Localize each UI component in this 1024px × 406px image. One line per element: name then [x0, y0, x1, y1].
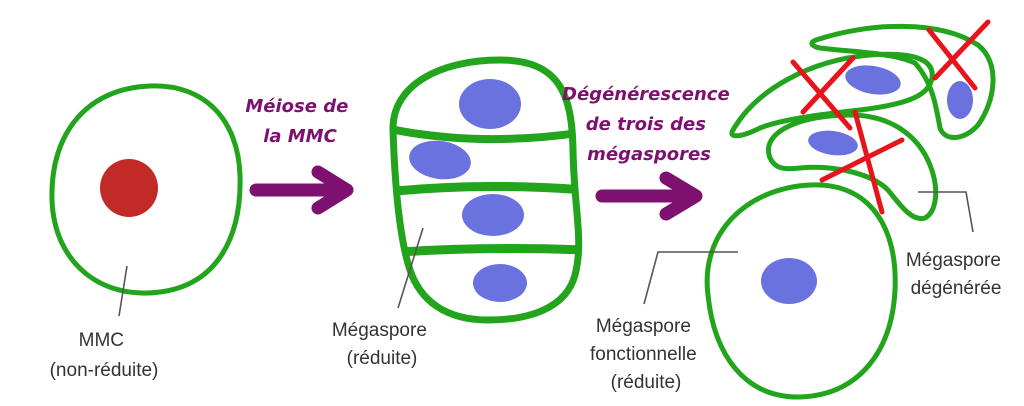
cross-mark-3 [819, 109, 905, 215]
cross-mark-1 [926, 19, 991, 91]
tetrad-wall-2 [392, 181, 579, 197]
tetrad-nucleus-1 [459, 79, 521, 129]
degeneration-step-line-2: de trois des [586, 114, 706, 135]
degenerated-megaspore-1 [809, 23, 996, 140]
tetrad-wall-3 [392, 244, 579, 258]
megaspore-functional-label-line-3: (réduite) [611, 372, 682, 393]
megaspore-functional-leader-line [643, 251, 738, 305]
megaspore-functional-label: Mégaspore fonctionnelle (réduite) [590, 316, 702, 393]
degenerated-megaspore-3 [766, 112, 939, 222]
meiosis-arrow [249, 165, 354, 215]
degeneration-arrow [595, 171, 703, 221]
mmc-membrane [49, 83, 243, 296]
megaspore-reduced-leader-line [397, 227, 424, 309]
meiosis-step-line-1: Méiose de [245, 96, 348, 117]
tetrad-wall-1 [392, 124, 579, 144]
meiosis-step-line-2: la MMC [263, 126, 337, 147]
functional-megaspore-nucleus [761, 258, 817, 304]
tetrad-nucleus-3 [462, 194, 524, 236]
cross-mark-2 [790, 55, 856, 131]
tetrad-nucleus-2 [409, 140, 471, 180]
mmc-label: MMC (non-réduite) [50, 330, 159, 381]
degeneration-step-label: Dégénérescence de trois des mégaspores [562, 84, 736, 165]
degenerated-nucleus-1 [947, 81, 973, 119]
degeneration-step-line-1: Dégénérescence [562, 84, 730, 105]
tetrad-nucleus-4 [473, 264, 527, 302]
megaspore-reduced-label-line-1: Mégaspore [332, 320, 427, 341]
degenerated-megaspore-2 [729, 51, 935, 139]
functional-megaspore [704, 182, 898, 400]
megaspore-degenerated-label-line-1: Mégaspore [906, 250, 1001, 271]
leader-lines [118, 191, 974, 317]
mmc-label-line-1: MMC [79, 330, 124, 351]
mmc-cell [49, 83, 243, 296]
meiosis-step-label: Méiose de la MMC [245, 96, 354, 147]
megaspore-reduced-label-line-2: (réduite) [347, 348, 418, 369]
megaspore-reduced-label: Mégaspore (réduite) [332, 320, 432, 369]
mmc-label-line-2: (non-réduite) [50, 360, 159, 381]
mmc-leader-line [118, 265, 128, 317]
megaspore-functional-label-line-2: fonctionnelle [590, 344, 697, 365]
megaspore-degenerated-label: Mégaspore dégénérée [906, 250, 1006, 299]
megaspore-functional-label-line-1: Mégaspore [596, 316, 691, 337]
tetrad [389, 56, 583, 324]
degenerated-megaspores [729, 19, 996, 222]
functional-megaspore-membrane [704, 182, 898, 400]
mmc-nucleus [100, 159, 158, 217]
degenerated-nucleus-3 [808, 130, 858, 156]
megaspore-degenerated-label-line-2: dégénérée [911, 278, 1002, 299]
megaspore-degenerated-leader-line [918, 191, 974, 233]
degenerated-nucleus-2 [845, 65, 901, 95]
degeneration-step-line-3: mégaspores [587, 144, 711, 165]
